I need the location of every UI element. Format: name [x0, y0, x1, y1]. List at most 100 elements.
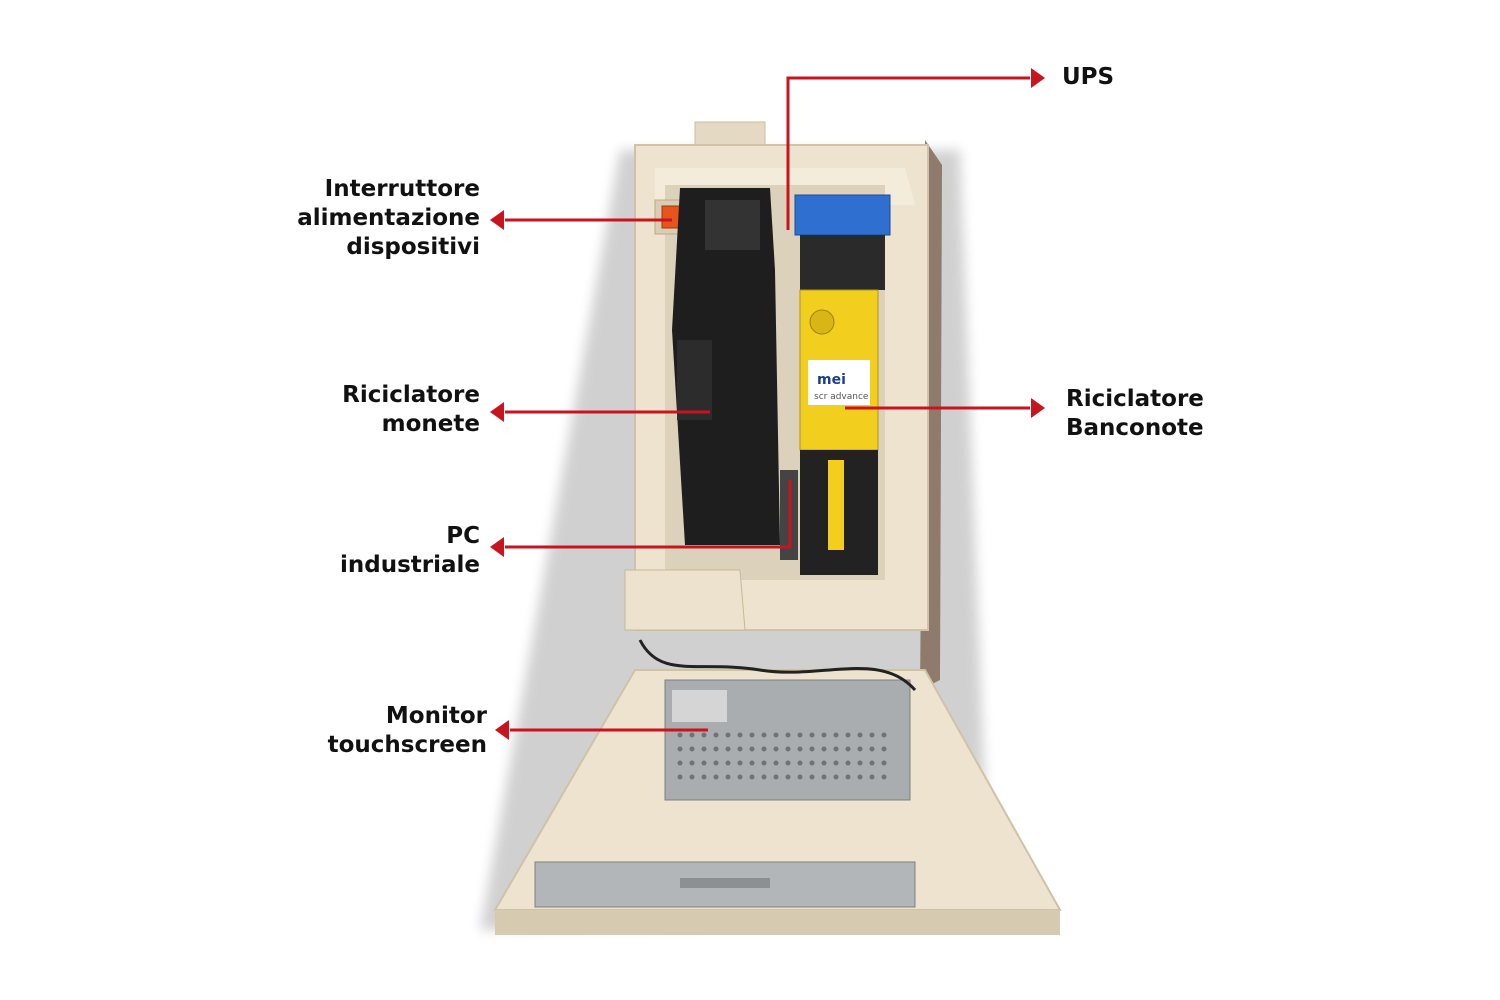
vent-hole: [833, 774, 839, 780]
vent-hole: [761, 774, 767, 780]
vent-hole: [737, 732, 743, 738]
vent-hole: [845, 746, 851, 752]
vent-hole: [701, 774, 707, 780]
arrow-switch-head: [490, 210, 504, 230]
device-brand: mei: [817, 372, 846, 388]
vent-hole: [737, 774, 743, 780]
bill-cassette-handle: [828, 460, 844, 550]
vent-hole: [797, 732, 803, 738]
vent-hole: [689, 746, 695, 752]
vent-hole: [809, 774, 815, 780]
vent-hole: [857, 746, 863, 752]
label-monitor-line-1: Monitor: [385, 703, 487, 729]
vent-hole: [701, 746, 707, 752]
vent-hole: [785, 774, 791, 780]
vent-hole: [773, 732, 779, 738]
vent-hole: [749, 746, 755, 752]
arrow-coins-head: [490, 402, 504, 422]
vent-hole: [881, 774, 887, 780]
vent-hole: [761, 760, 767, 766]
label-switch-line-2: alimentazione: [297, 205, 480, 231]
vent-hole: [773, 746, 779, 752]
vent-hole: [785, 760, 791, 766]
vent-hole: [809, 746, 815, 752]
vent-hole: [869, 760, 875, 766]
label-pc: PC industriale: [340, 522, 480, 580]
vent-hole: [737, 746, 743, 752]
vent-hole: [701, 732, 707, 738]
coin-recycler: [672, 188, 780, 545]
cable: [638, 639, 917, 691]
vent-hole: [845, 732, 851, 738]
label-pc-line-1: PC: [446, 523, 480, 549]
vent-hole: [701, 760, 707, 766]
arrow-pc-line: [505, 480, 792, 549]
vent-hole: [773, 774, 779, 780]
arrow-pc-head: [490, 537, 504, 557]
bill-recycler-label: [808, 360, 870, 405]
label-pc-line-2: industriale: [339, 552, 480, 578]
vent-hole: [857, 774, 863, 780]
vent-hole: [713, 774, 719, 780]
label-switch-line-1: Interruttore: [324, 176, 480, 202]
label-coins-line-2: monete: [381, 411, 480, 437]
label-notes-line-1: Riciclatore: [1066, 386, 1204, 412]
vent-hole: [869, 746, 875, 752]
vent-hole: [713, 732, 719, 738]
vent-hole: [749, 732, 755, 738]
power-switch: [661, 205, 681, 229]
bill-recycler-knob: [809, 309, 835, 335]
vent-hole: [725, 774, 731, 780]
vent-hole: [797, 746, 803, 752]
vent-hole: [761, 746, 767, 752]
device-model: scr advance: [814, 392, 869, 402]
vent-hole: [869, 774, 875, 780]
coin-cup: [624, 569, 746, 631]
monitor-vent-holes: [677, 732, 887, 780]
label-monitor-line-2: touchscreen: [327, 732, 487, 758]
vent-hole: [809, 760, 815, 766]
label-monitor: Monitor touchscreen: [328, 702, 487, 760]
vent-hole: [833, 746, 839, 752]
vent-hole: [749, 760, 755, 766]
vent-hole: [689, 732, 695, 738]
arrow-ups-head: [1031, 68, 1045, 88]
vent-hole: [725, 732, 731, 738]
label-ups-line: UPS: [1062, 64, 1115, 90]
vent-hole: [845, 774, 851, 780]
arrow-notes-head: [1031, 398, 1045, 418]
vent-hole: [869, 732, 875, 738]
vent-hole: [845, 760, 851, 766]
vent-hole: [761, 732, 767, 738]
label-coins: Riciclatore monete: [342, 381, 480, 439]
arrow-monitor-head: [495, 720, 509, 740]
vent-hole: [797, 760, 803, 766]
vent-hole: [725, 746, 731, 752]
bill-recycler-top: [794, 194, 891, 236]
vent-hole: [881, 746, 887, 752]
vent-hole: [677, 760, 683, 766]
coin-recycler-body: [677, 340, 712, 420]
top-handle: [694, 121, 766, 147]
label-notes-line-2: Banconote: [1066, 415, 1204, 441]
vent-hole: [713, 746, 719, 752]
vent-hole: [785, 746, 791, 752]
vent-hole: [725, 760, 731, 766]
label-coins-line-1: Riciclatore: [342, 382, 480, 408]
vent-hole: [821, 732, 827, 738]
callout-arrows: [490, 68, 1045, 740]
vent-hole: [737, 760, 743, 766]
arrow-ups-line: [786, 76, 1030, 230]
vent-hole: [833, 760, 839, 766]
vent-hole: [677, 746, 683, 752]
vent-hole: [881, 760, 887, 766]
vent-hole: [677, 774, 683, 780]
vent-hole: [809, 732, 815, 738]
vent-hole: [677, 732, 683, 738]
vent-hole: [689, 760, 695, 766]
bill-recycler-head: [800, 235, 885, 290]
vent-hole: [785, 732, 791, 738]
vent-hole: [881, 732, 887, 738]
label-switch-line-3: dispositivi: [346, 234, 480, 260]
